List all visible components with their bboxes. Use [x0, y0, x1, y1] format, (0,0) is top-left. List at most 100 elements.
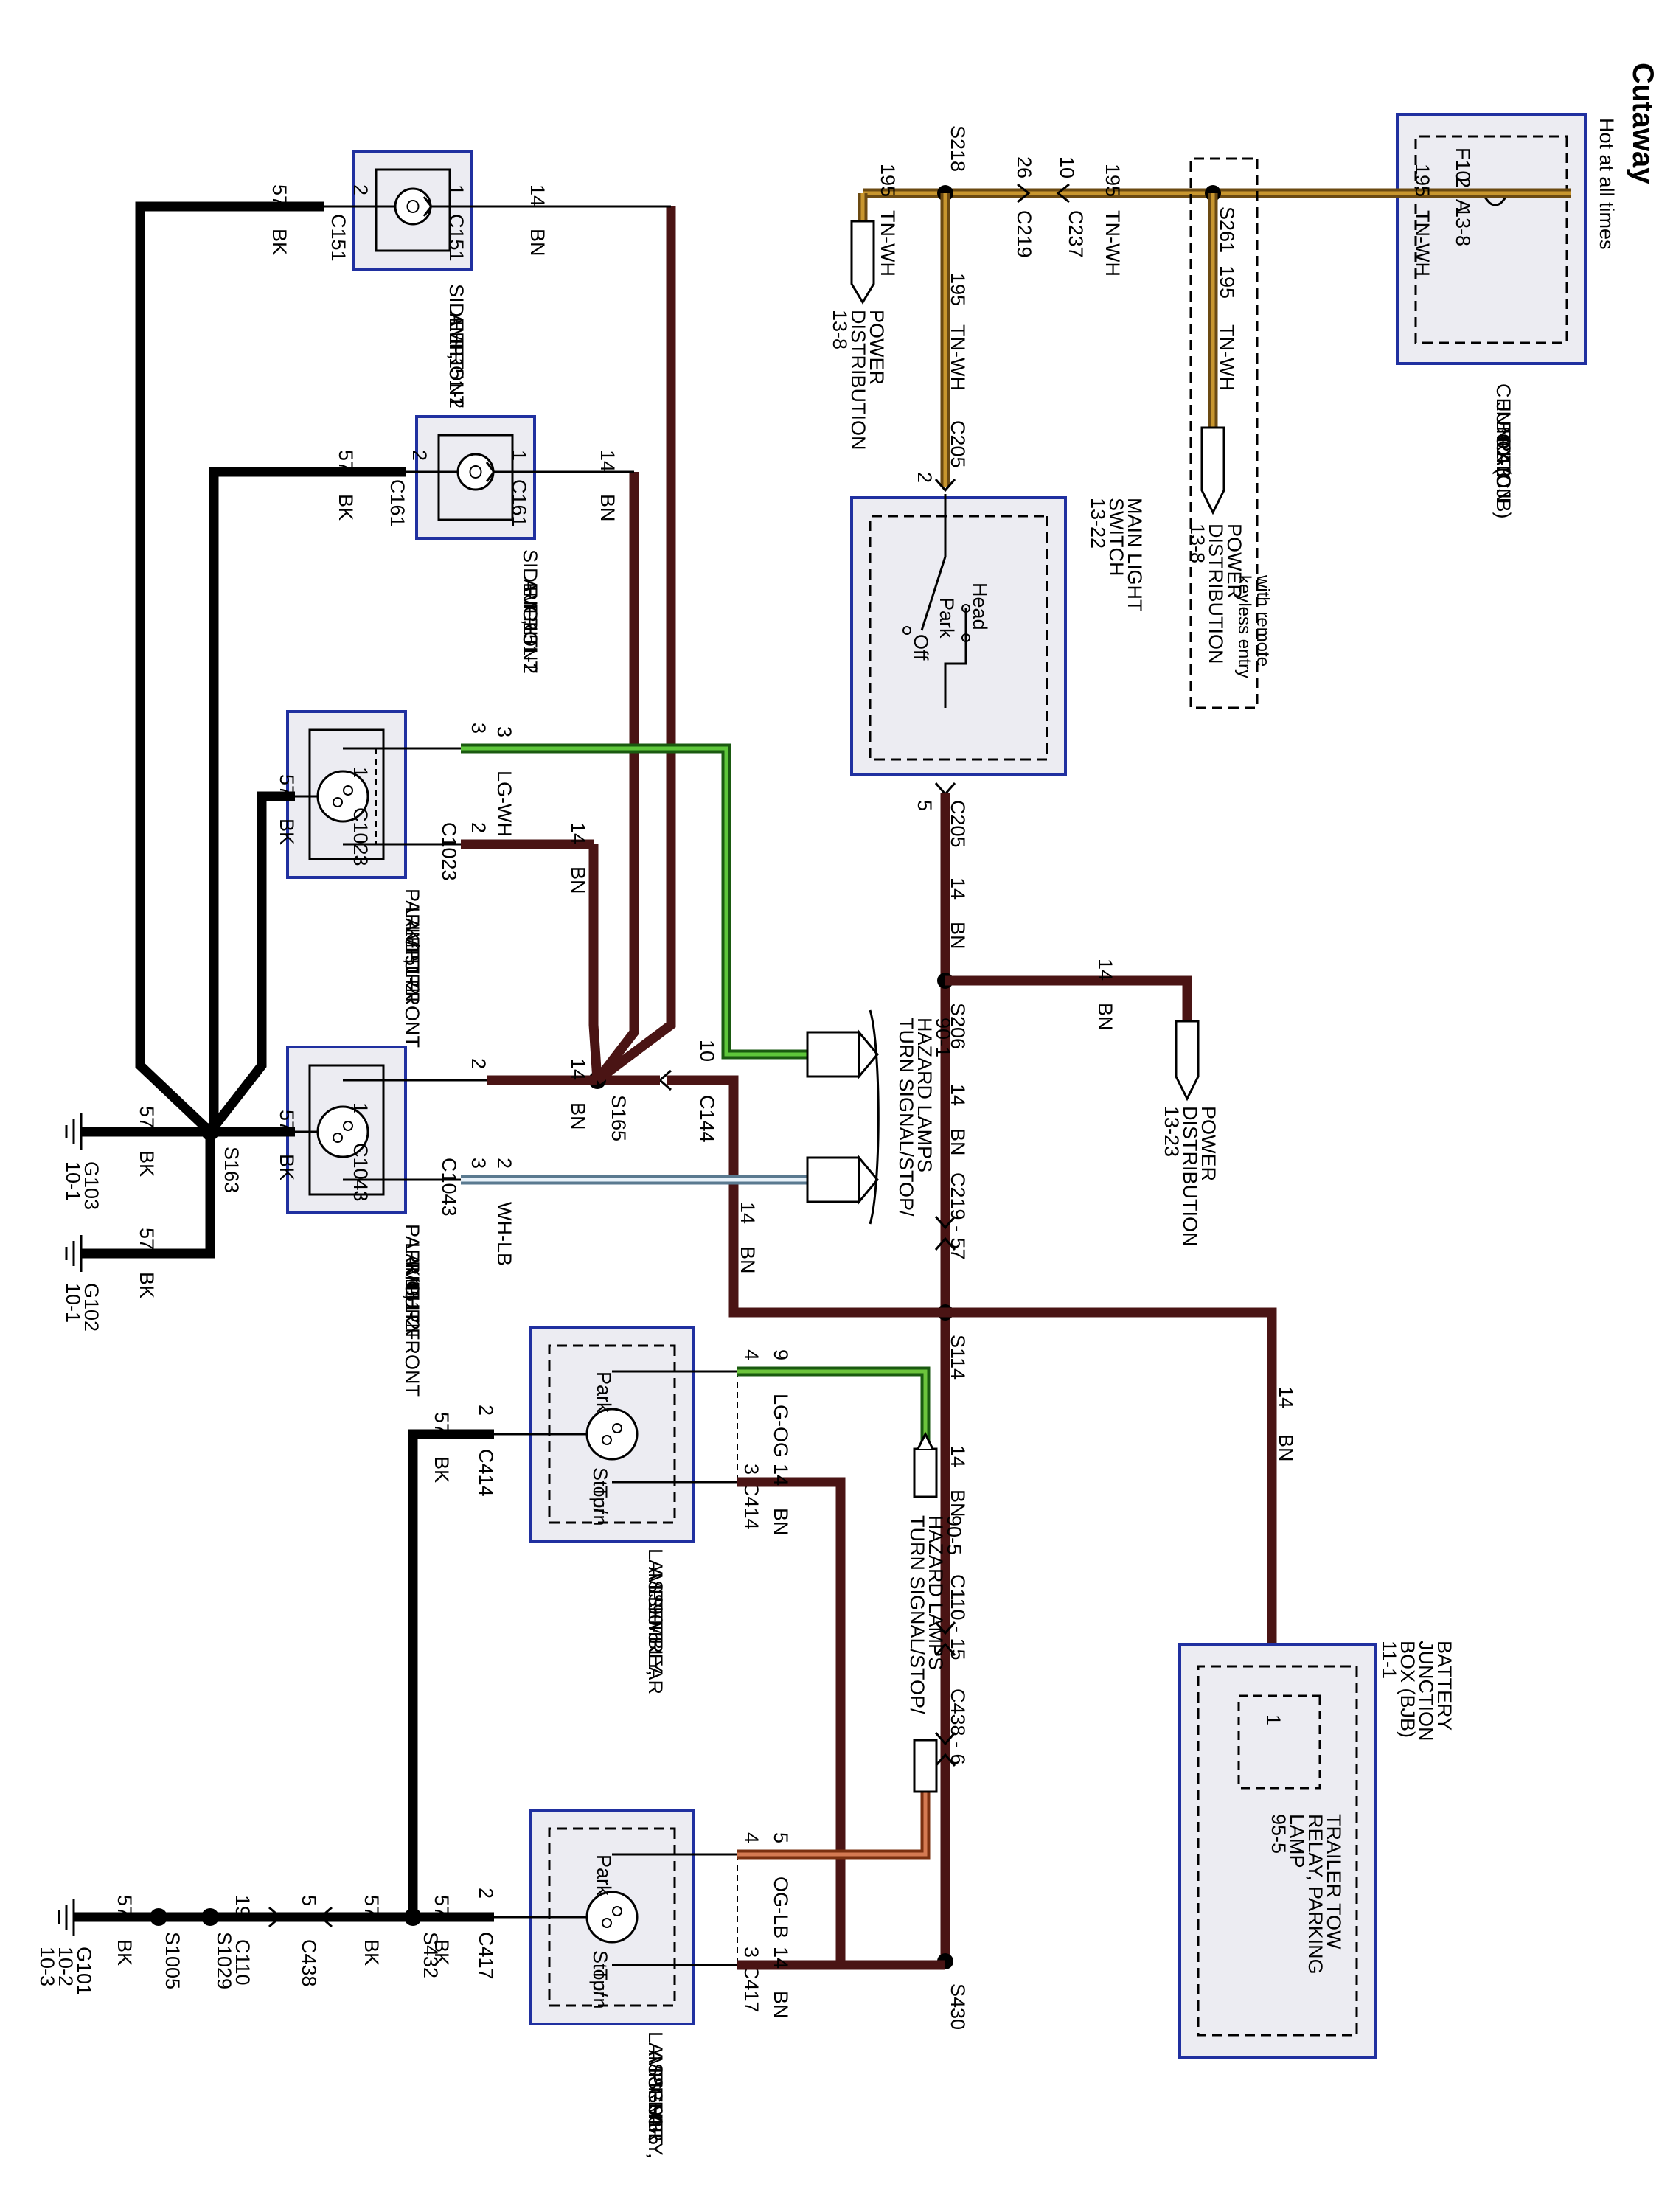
pd-13-23-arrow [1175, 1020, 1200, 1102]
svg-text:57: 57 [335, 450, 357, 472]
svg-text:C438 - 6: C438 - 6 [947, 1688, 969, 1765]
svg-text:LEFT FRONT: LEFT FRONT [401, 925, 423, 1048]
cjb-dashed-frame [1414, 135, 1568, 344]
svg-text:151-2: 151-2 [401, 944, 423, 995]
svg-text:Head: Head [969, 582, 991, 630]
svg-text:C144: C144 [696, 1095, 718, 1143]
svg-text:G103: G103 [80, 1161, 102, 1210]
svg-text:S163: S163 [220, 1147, 243, 1193]
wire-color-tnwh: TN-WH [1411, 210, 1433, 276]
svg-text:1: 1 [445, 184, 467, 195]
svg-text:9: 9 [770, 1349, 792, 1360]
cjb-box [1396, 113, 1587, 365]
svg-text:BK: BK [136, 1272, 158, 1298]
svg-text:BN: BN [526, 229, 549, 257]
svg-text:57: 57 [431, 1895, 453, 1917]
svg-text:C205: C205 [947, 800, 969, 848]
ts-front-label: TURN SIGNAL/STOP/ [895, 1018, 917, 1217]
svg-text:26: 26 [1013, 156, 1035, 178]
svg-text:RIGHT FRONT: RIGHT FRONT [401, 1261, 423, 1397]
svg-text:3: 3 [493, 726, 515, 737]
svg-text:POWER: POWER [1197, 1106, 1220, 1181]
svg-text:2: 2 [475, 1888, 497, 1899]
svg-text:10-1: 10-1 [62, 1161, 84, 1201]
svg-text:S261: S261 [1216, 206, 1238, 253]
connector-c219 [1017, 183, 1031, 204]
svg-text:C161: C161 [508, 479, 530, 527]
svg-text:FRONT: FRONT [519, 605, 541, 673]
svg-text:1: 1 [349, 1102, 372, 1113]
fuse-label: F10 [1452, 147, 1474, 182]
svg-text:90-1: 90-1 [932, 1018, 954, 1057]
svg-text:ASSEMBLY,: ASSEMBLY, [644, 2050, 667, 2159]
svg-text:BK: BK [361, 1939, 383, 1966]
svg-text:1: 1 [1262, 1714, 1284, 1725]
svg-text:1: 1 [508, 450, 530, 461]
switch-arm [920, 556, 947, 631]
svg-text:Park: Park [936, 597, 958, 639]
svg-text:S432: S432 [420, 1932, 442, 1978]
svg-text:10-3: 10-3 [36, 1947, 58, 1986]
svg-text:BN: BN [770, 1508, 792, 1536]
svg-text:S206: S206 [947, 1003, 969, 1049]
lamp-rr-label: LAMP [644, 2031, 667, 2086]
svg-text:LAMP: LAMP [1286, 1814, 1308, 1868]
svg-text:14: 14 [567, 822, 589, 844]
connector-c237 [1056, 183, 1070, 204]
wire-bn-s165-park-lf [588, 844, 602, 1081]
svg-text:S114: S114 [947, 1335, 969, 1380]
svg-text:14: 14 [770, 1947, 792, 1969]
ts-rear-label: TURN SIGNAL/STOP/ [906, 1515, 928, 1714]
svg-text:TN-WH: TN-WH [1102, 210, 1124, 276]
svg-text:57: 57 [136, 1228, 158, 1250]
svg-text:C417: C417 [740, 1965, 762, 2013]
svg-text:13-8: 13-8 [1452, 206, 1474, 246]
svg-text:BN: BN [567, 1102, 589, 1130]
main-light-switch-label: MAIN LIGHT [1124, 498, 1146, 612]
svg-text:14: 14 [737, 1202, 759, 1224]
svg-text:2: 2 [467, 822, 490, 833]
svg-text:13-8: 13-8 [829, 310, 851, 349]
svg-text:14: 14 [947, 877, 969, 900]
svg-text:2: 2 [467, 1058, 490, 1069]
bjb-label: BATTERY [1433, 1641, 1455, 1731]
wire-bk-side-rf-ground [209, 467, 406, 1132]
svg-text:BN: BN [947, 1489, 969, 1517]
svg-text:2: 2 [475, 1405, 497, 1416]
svg-text:2: 2 [914, 472, 936, 483]
ground-g102-icon [65, 1235, 83, 1272]
svg-text:2: 2 [349, 184, 372, 195]
wire-bn-s165-side-lf [594, 206, 676, 1085]
wire-num-195: 195 [1411, 164, 1433, 197]
wire-bk-side-lf-ground [135, 201, 324, 1135]
svg-text:S1005: S1005 [161, 1932, 184, 1989]
trailer-relay-label: TRAILER TOW [1323, 1814, 1345, 1950]
diagram-subtitle: Hot at all times [1596, 118, 1618, 250]
svg-text:151-2: 151-2 [401, 1279, 423, 1330]
svg-text:2: 2 [408, 450, 431, 461]
svg-text:151-2: 151-2 [519, 623, 541, 674]
svg-text:JUNCTION: JUNCTION [1492, 402, 1514, 503]
side-lamp-lf-label: SIDE [445, 284, 467, 330]
svg-text:POWER: POWER [866, 310, 888, 385]
svg-text:S165: S165 [608, 1095, 630, 1141]
svg-text:OG-LB: OG-LB [770, 1877, 792, 1938]
svg-text:11-3: 11-3 [1492, 439, 1514, 477]
svg-text:3: 3 [467, 1158, 490, 1169]
wire-bn-s114-c144 [667, 1075, 945, 1318]
wire-bk-s163-g102 [81, 1132, 215, 1259]
svg-text:14: 14 [947, 1084, 969, 1106]
svg-text:BN: BN [737, 1246, 759, 1274]
svg-text:DISTRIBUTION: DISTRIBUTION [1205, 524, 1227, 664]
svg-text:3: 3 [740, 1947, 762, 1958]
svg-text:C417: C417 [475, 1932, 497, 1980]
svg-text:C151: C151 [327, 214, 349, 262]
bulb-icon [456, 453, 495, 491]
svg-text:57: 57 [136, 1106, 158, 1128]
svg-text:RIGHT: RIGHT [644, 2068, 667, 2130]
svg-text:Turn: Turn [589, 1969, 611, 2009]
svg-text:C219: C219 [1013, 210, 1035, 258]
svg-text:S218: S218 [947, 125, 969, 172]
svg-text:DISTRIBUTION: DISTRIBUTION [847, 310, 869, 451]
svg-text:3: 3 [740, 1464, 762, 1475]
